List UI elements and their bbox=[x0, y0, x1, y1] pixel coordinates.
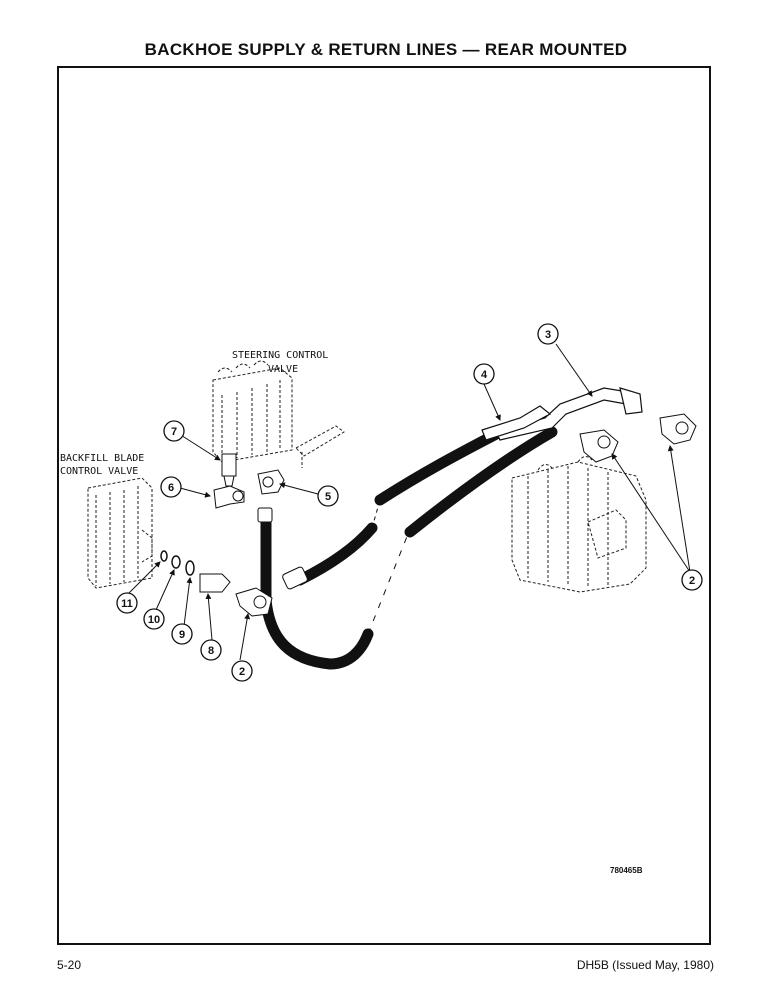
fitting-upper-left bbox=[257, 507, 273, 523]
callout-9: 9 bbox=[171, 623, 193, 645]
svg-text:5: 5 bbox=[325, 491, 331, 503]
fitting-8 bbox=[199, 573, 231, 593]
fitting-hose-end bbox=[282, 566, 308, 590]
callout-2-right: 2 bbox=[681, 569, 703, 591]
callout-2-left: 2 bbox=[231, 660, 253, 682]
steering-label-line1: STEERING CONTROL bbox=[232, 350, 328, 361]
tube-3 bbox=[495, 387, 643, 441]
svg-text:11: 11 bbox=[121, 598, 133, 610]
seals bbox=[160, 550, 195, 576]
fittings bbox=[199, 413, 697, 617]
backfill-label-line2: CONTROL VALVE bbox=[60, 466, 138, 477]
backfill-label-line1: BACKFILL BLADE bbox=[60, 453, 144, 464]
callout-3: 3 bbox=[537, 323, 559, 345]
svg-text:9: 9 bbox=[179, 629, 185, 641]
hose-lower bbox=[404, 426, 558, 538]
callout-6: 6 bbox=[160, 476, 182, 498]
callout-4: 4 bbox=[473, 363, 495, 385]
svg-text:3: 3 bbox=[545, 329, 551, 341]
svg-text:10: 10 bbox=[148, 614, 160, 626]
tube-4 bbox=[481, 405, 552, 441]
drawing-number: 780465B bbox=[610, 866, 643, 875]
backfill-blade-control-valve bbox=[87, 477, 153, 589]
callout-5: 5 bbox=[317, 485, 339, 507]
svg-text:2: 2 bbox=[689, 575, 695, 587]
steering-control-valve bbox=[212, 360, 345, 468]
svg-text:8: 8 bbox=[208, 645, 214, 657]
hoses bbox=[260, 412, 558, 670]
page-title: BACKHOE SUPPLY & RETURN LINES — REAR MOU… bbox=[144, 40, 628, 59]
steering-label-line2: VALVE bbox=[268, 364, 298, 375]
main-control-valve bbox=[511, 456, 647, 593]
leader-lines bbox=[127, 343, 691, 661]
hose-upper-short bbox=[294, 522, 378, 586]
svg-text:6: 6 bbox=[168, 482, 174, 494]
diagram-frame bbox=[57, 66, 711, 945]
document-id: DH5B (Issued May, 1980) bbox=[576, 958, 714, 972]
svg-text:7: 7 bbox=[171, 426, 177, 438]
callout-8: 8 bbox=[200, 639, 222, 661]
callout-11: 11 bbox=[116, 592, 138, 614]
fitting-7 bbox=[221, 453, 237, 477]
svg-text:4: 4 bbox=[481, 369, 488, 381]
callout-7: 7 bbox=[163, 420, 185, 442]
hose-left bbox=[260, 514, 374, 670]
svg-text:2: 2 bbox=[239, 666, 245, 678]
callout-10: 10 bbox=[143, 608, 165, 630]
page-number: 5-20 bbox=[57, 958, 82, 972]
